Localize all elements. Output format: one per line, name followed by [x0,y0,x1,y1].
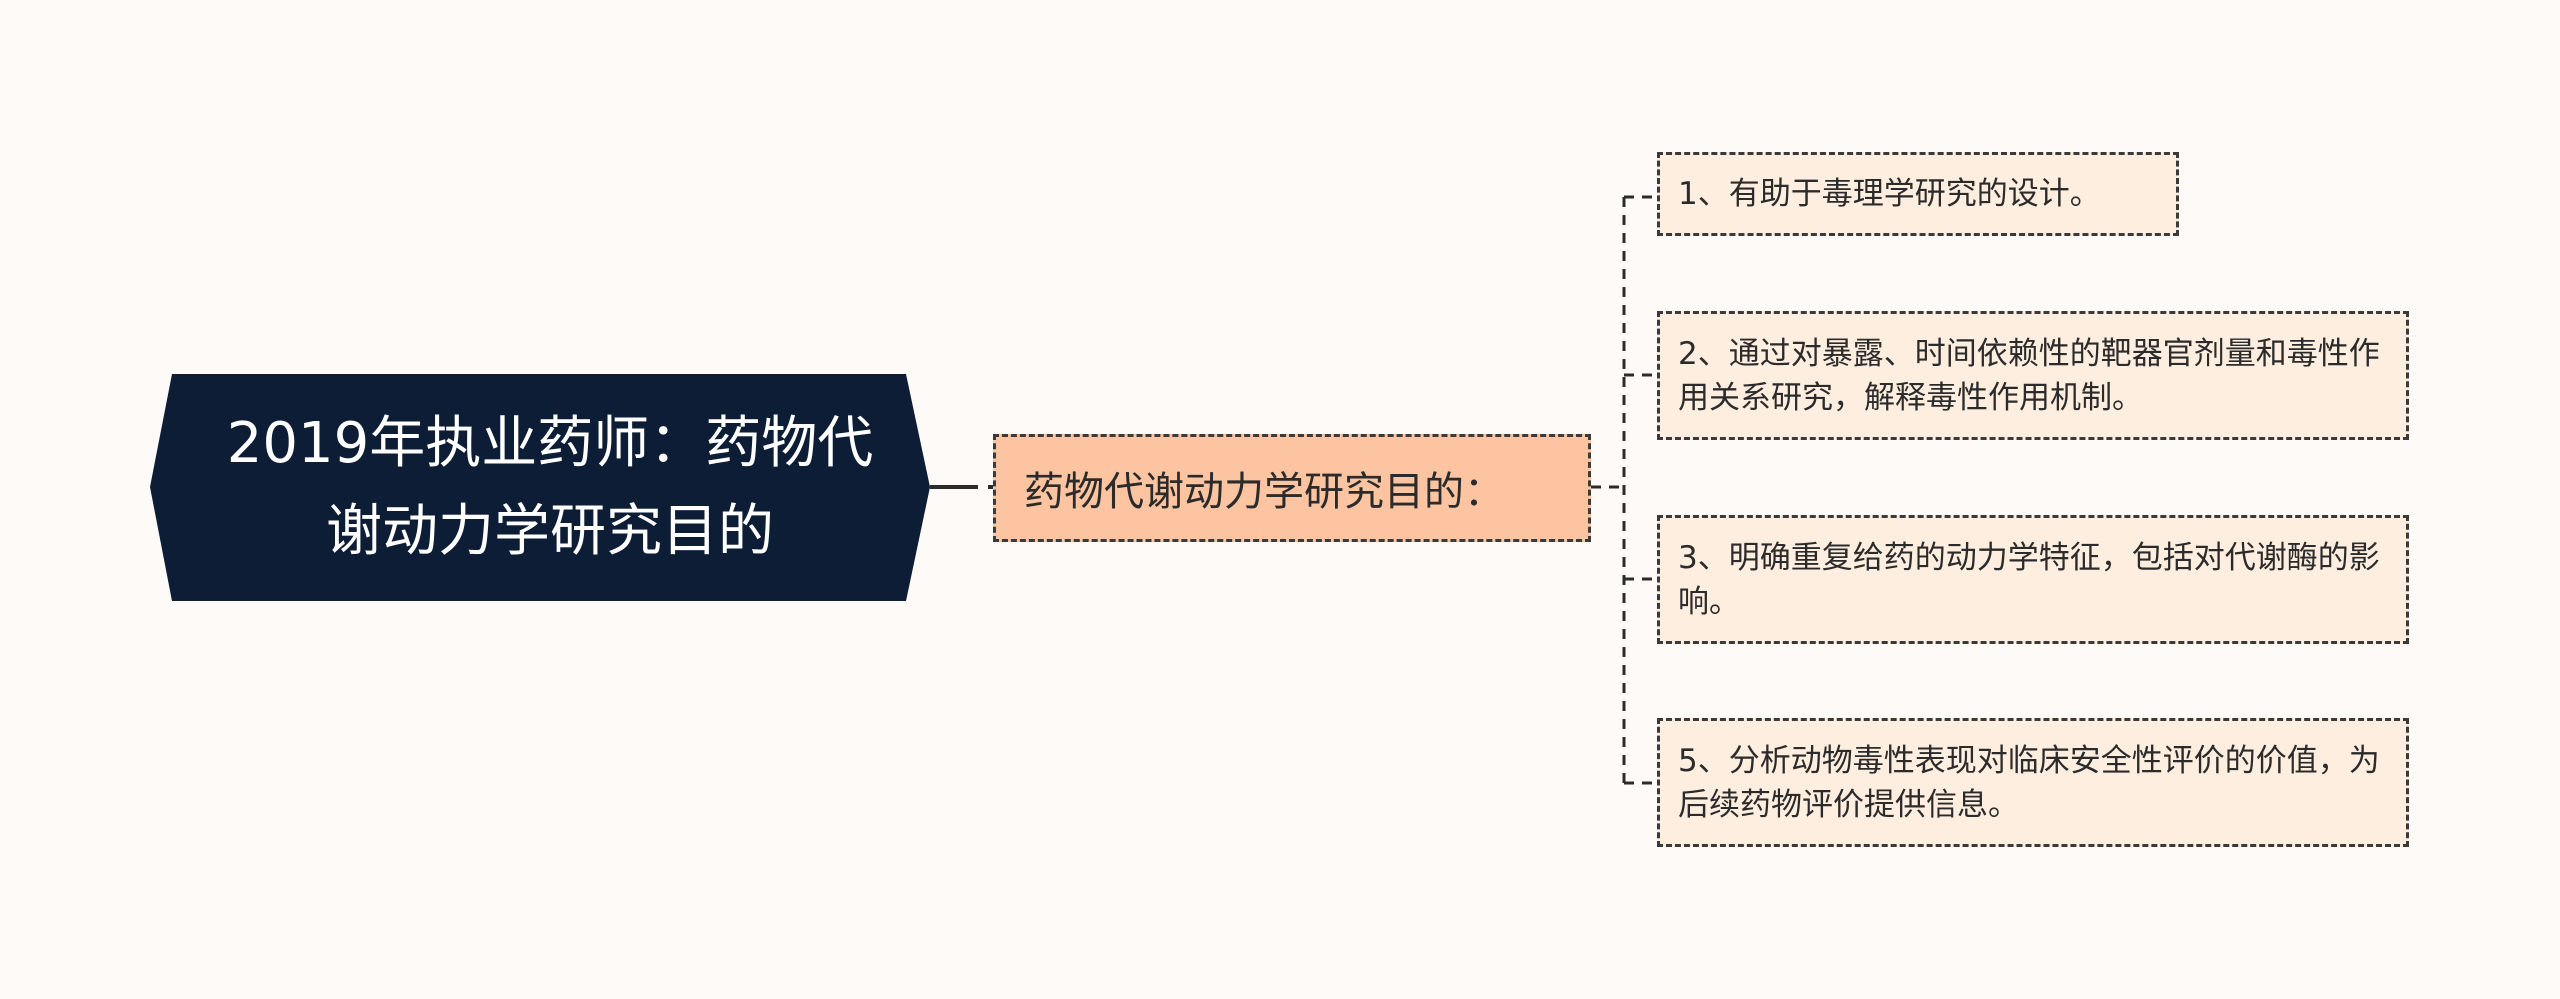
leaf-text-4: 5、分析动物毒性表现对临床安全性评价的价值，为后续药物评价提供信息。 [1678,742,2380,823]
root-node[interactable]: 2019年执业药师：药物代 谢动力学研究目的 [170,375,930,601]
leaf-node-3[interactable]: 3、明确重复给药的动力学特征，包括对代谢酶的影响。 [1657,515,2409,644]
root-title-line-1: 2019年执业药师：药物代 [226,411,874,476]
branch-label: 药物代谢动力学研究目的： [1024,469,1504,515]
leaf-node-2[interactable]: 2、通过对暴露、时间依赖性的靶器官剂量和毒性作用关系研究，解释毒性作用机制。 [1657,311,2409,440]
leaf-node-1[interactable]: 1、有助于毒理学研究的设计。 [1657,152,2179,236]
leaf-text-2: 2、通过对暴露、时间依赖性的靶器官剂量和毒性作用关系研究，解释毒性作用机制。 [1678,335,2380,416]
root-title-line-2: 谢动力学研究目的 [325,499,774,564]
branch-node[interactable]: 药物代谢动力学研究目的： [993,434,1591,542]
leaf-node-4[interactable]: 5、分析动物毒性表现对临床安全性评价的价值，为后续药物评价提供信息。 [1657,718,2409,847]
leaf-text-3: 3、明确重复给药的动力学特征，包括对代谢酶的影响。 [1678,539,2380,620]
leaf-text-1: 1、有助于毒理学研究的设计。 [1678,176,2101,212]
